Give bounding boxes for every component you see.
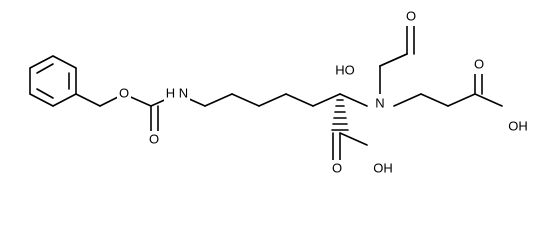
alpha-carbon xyxy=(312,93,368,131)
amine-nitrogen-label: N xyxy=(375,95,384,110)
right-hydroxyl-label: OH xyxy=(508,118,528,133)
top-carbonyl-oxygen-label: O xyxy=(406,8,416,23)
bottom-hydroxyl-label: OH xyxy=(373,160,393,175)
right-carbonyl-oxygen-label: O xyxy=(474,56,484,71)
benzene-ring xyxy=(29,55,77,107)
ester-oxygen-label: O xyxy=(119,85,129,100)
carbonyl-oxygen-label: O xyxy=(149,131,159,146)
bottom-carbonyl-oxygen-label: O xyxy=(332,160,342,175)
atom-labels: H N O O N O HO O OH O OH xyxy=(117,8,531,178)
lysine-chain xyxy=(177,93,314,107)
hashed-wedge-bond xyxy=(331,99,349,131)
nh-label: H N xyxy=(166,85,188,100)
chemical-structure: H N O O N O HO O OH O OH xyxy=(29,8,531,178)
bottom-carboxyl xyxy=(332,132,368,161)
top-hydroxyl-label: HO xyxy=(335,62,355,77)
